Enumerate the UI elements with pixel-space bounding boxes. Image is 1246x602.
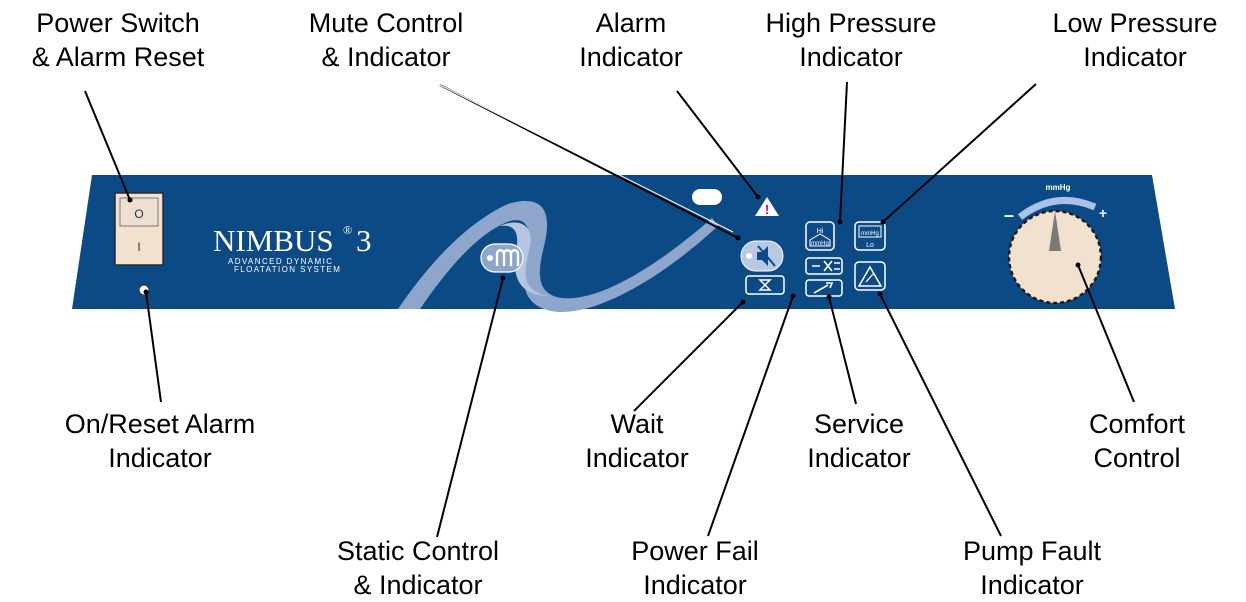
static-indicator-led [487,255,493,261]
brand-tagline-2: FLOATATION SYSTEM [234,265,341,274]
plug-disconnect-icon [812,260,840,272]
dial-scale-arc [1017,196,1097,220]
static-control-button[interactable] [480,243,524,273]
brand-number: 3 [356,223,372,258]
service-indicator [805,279,843,297]
high-pressure-indicator: Hi mmHg [805,221,835,251]
brand-tagline-1: ADVANCED DYNAMIC [228,257,333,266]
pump-warning-icon [857,265,883,287]
hi-label: Hi [817,228,824,235]
static-icon [495,249,520,266]
label-alarm-indicator: Alarm Indicator [579,8,683,72]
mute-indicator-led [746,253,752,259]
brand-registered: ® [343,223,352,237]
dial-plus: + [1099,205,1107,221]
label-wait: Wait Indicator [585,409,689,473]
power-switch[interactable]: O I [114,192,164,266]
brand-name: NIMBUS [213,223,334,258]
alarm-icon: ! [765,202,769,217]
comfort-dial[interactable]: mmHg – + [1004,183,1107,305]
label-on-reset: On/Reset Alarm Indicator [64,409,256,473]
leader-lines [84,81,1135,538]
gauge-hi-icon [809,233,831,247]
mute-button[interactable] [740,240,784,272]
hourglass-icon [758,279,772,291]
dial-minus: – [1004,205,1014,225]
label-static-control: Static Control & Indicator [336,536,500,600]
wait-indicator [745,275,785,295]
switch-on-mark: O [134,207,143,221]
speaker-muted-icon [757,246,768,266]
lo-label: Lo [866,242,874,249]
label-service: Service Indicator [807,409,911,473]
label-comfort: Comfort Control [1088,409,1186,473]
pump-fault-indicator [854,261,886,291]
lo-unit: mmHg [861,231,879,237]
leader-dots [127,194,1081,305]
swoosh-artwork [398,201,718,313]
label-pump-fault: Pump Fault Indicator [962,536,1102,600]
status-window [692,189,722,205]
switch-off-mark: I [137,240,140,254]
label-power-fail: Power Fail Indicator [631,536,759,600]
label-mute-control: Mute Control & Indicator [308,8,464,72]
brand-logo: NIMBUS ® 3 ADVANCED DYNAMIC FLOATATION S… [213,223,372,274]
dial-pointer [1049,211,1061,251]
label-low-pressure: Low Pressure Indicator [1052,8,1218,72]
low-pressure-indicator: mmHg Lo [854,221,886,251]
dial-unit: mmHg [1046,183,1071,192]
wrench-icon [813,282,834,294]
label-high-pressure: High Pressure Indicator [765,8,937,72]
label-power-switch: Power Switch & Alarm Reset [31,8,205,72]
power-fail-indicator [805,257,843,275]
hi-unit: mmHg [811,241,829,247]
alarm-indicator: ! [755,197,779,217]
dial-knob[interactable] [1007,209,1103,305]
